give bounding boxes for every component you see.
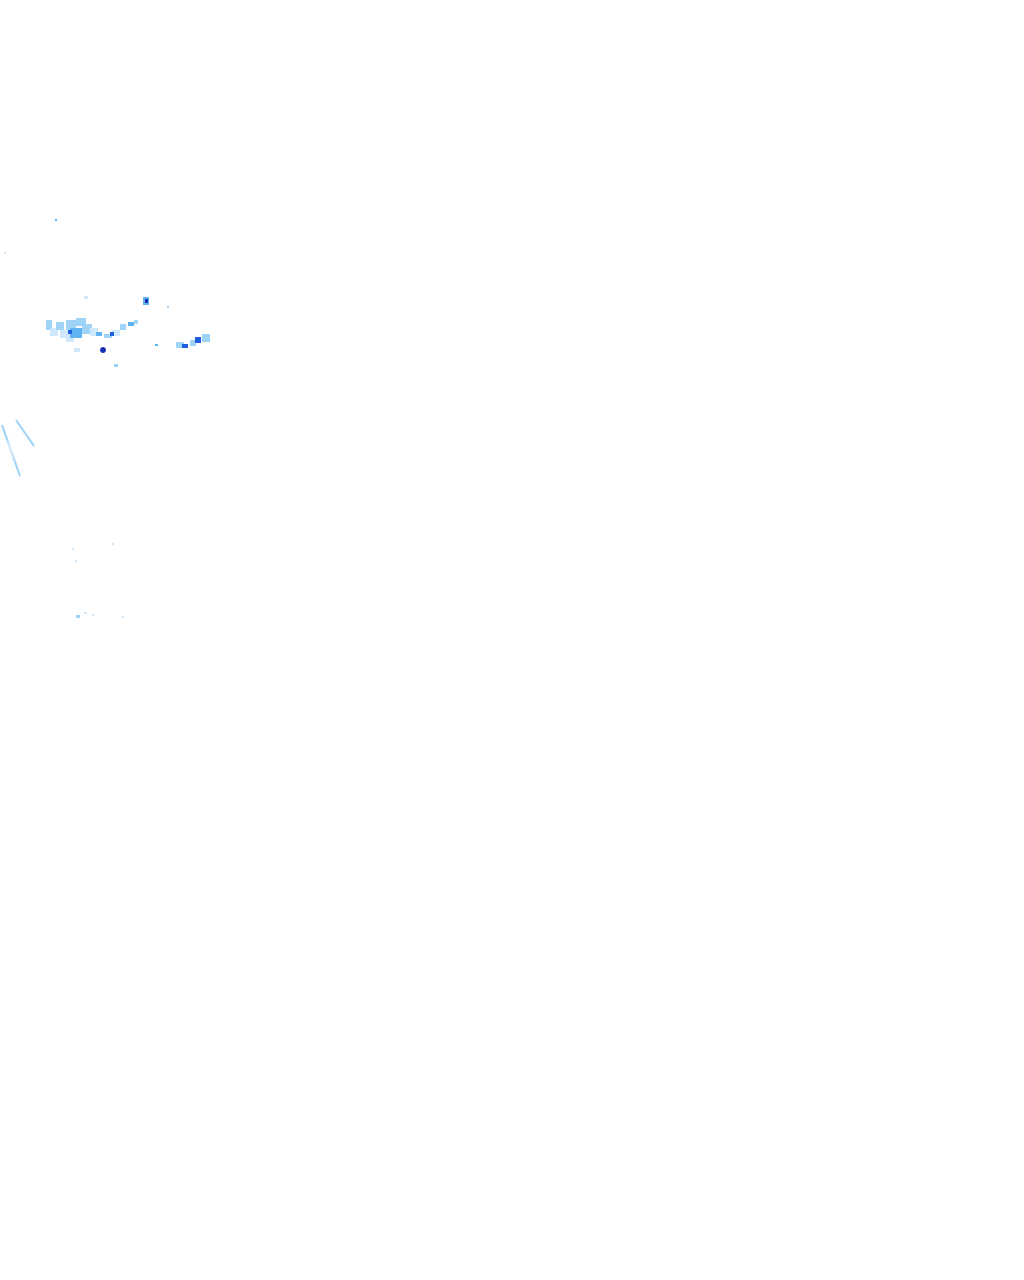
echo-streak <box>7 439 15 463</box>
echo-cluster-main <box>46 296 138 367</box>
echo-cell <box>82 324 92 334</box>
echo-cell <box>176 342 184 348</box>
echo-cell <box>68 330 72 334</box>
echo-cell <box>4 252 6 254</box>
echo-cell <box>190 340 196 346</box>
echo-cell <box>76 318 86 326</box>
echo-streaks-west <box>1 219 57 477</box>
echo-cell <box>182 344 188 348</box>
echo-specks-south <box>72 543 124 618</box>
echo-cell <box>114 364 118 367</box>
echo-cell <box>134 320 138 324</box>
echo-cell <box>202 334 210 342</box>
echo-cell <box>195 337 201 343</box>
echo-cell <box>84 612 87 614</box>
echo-cell <box>74 348 80 352</box>
echo-cell <box>112 330 120 336</box>
echo-cell <box>90 328 98 336</box>
echo-cell <box>75 560 77 562</box>
echo-cell <box>55 219 57 221</box>
echo-cell <box>155 344 158 346</box>
echo-cell <box>72 548 74 550</box>
echo-cell <box>50 328 58 336</box>
echo-cell <box>120 324 126 330</box>
echo-cluster-east <box>155 334 210 348</box>
echo-cell <box>112 543 114 545</box>
echo-cell <box>46 320 52 330</box>
echo-cell <box>70 328 82 338</box>
echo-cell <box>110 332 114 336</box>
echo-cell <box>96 332 102 336</box>
echo-cell <box>92 614 94 616</box>
echo-cluster-north <box>143 297 169 308</box>
echo-cell <box>56 322 64 330</box>
echo-cell <box>128 322 134 326</box>
echo-cell <box>66 338 74 342</box>
echo-streak <box>15 419 35 447</box>
echo-cell <box>60 330 70 338</box>
echo-cell <box>84 296 88 299</box>
echo-cell <box>100 347 106 353</box>
echo-cell <box>76 615 80 618</box>
echo-cell <box>104 334 112 338</box>
echo-cell <box>145 299 148 303</box>
echo-cell <box>167 306 169 308</box>
echo-cell <box>66 320 76 330</box>
echo-cell <box>122 616 124 618</box>
